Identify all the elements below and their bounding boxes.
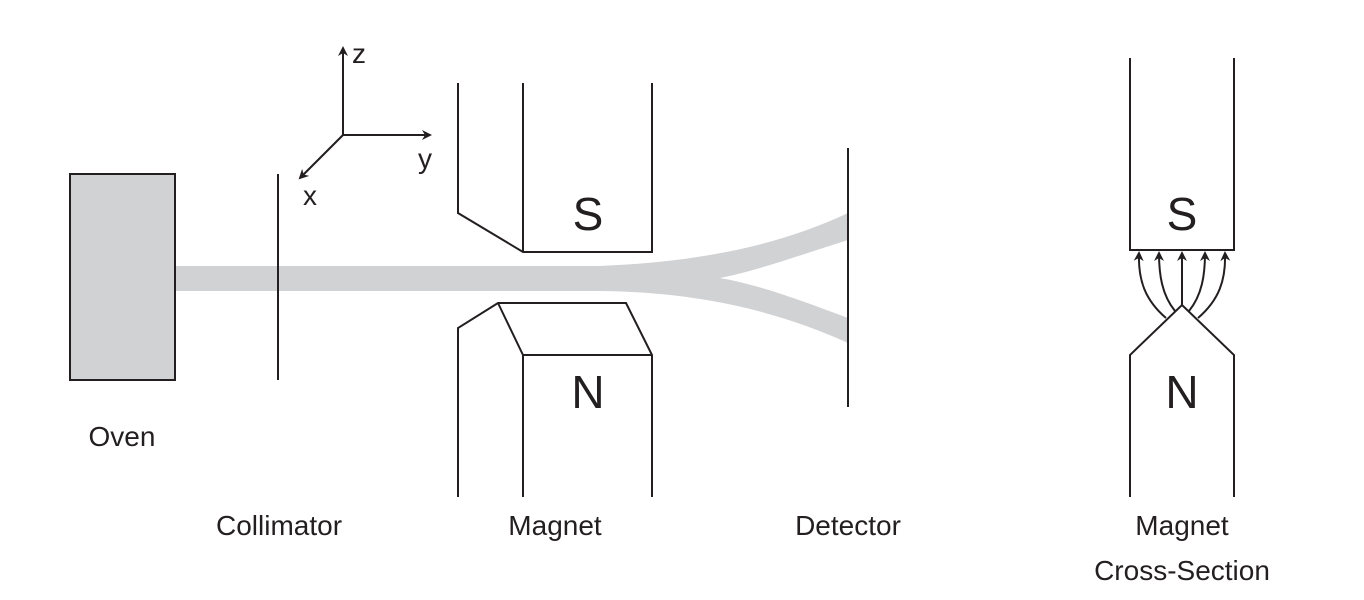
south-pole-label: S	[573, 188, 604, 240]
magnet-north-pole: N	[457, 302, 653, 497]
axis-label-z: z	[352, 38, 366, 69]
cross-section-south-label: S	[1167, 188, 1198, 240]
cross-section-label-line2: Cross-Section	[1094, 555, 1270, 586]
field-lines	[1133, 251, 1231, 319]
atom-beam	[175, 213, 848, 343]
magnet-south-pole: S	[457, 83, 653, 253]
magnet-label: Magnet	[508, 510, 602, 541]
detector-label: Detector	[795, 510, 901, 541]
north-pole-label: N	[571, 366, 604, 418]
oven-label: Oven	[89, 421, 156, 452]
magnet-cross-section: S N	[1129, 58, 1235, 497]
oven	[69, 173, 176, 381]
axis-label-x: x	[303, 180, 317, 211]
coordinate-axes: z y x	[298, 38, 432, 211]
cross-section-north-label: N	[1165, 366, 1198, 418]
cross-section-label-line1: Magnet	[1135, 510, 1229, 541]
axis-label-y: y	[418, 143, 432, 174]
collimator-label: Collimator	[216, 510, 342, 541]
